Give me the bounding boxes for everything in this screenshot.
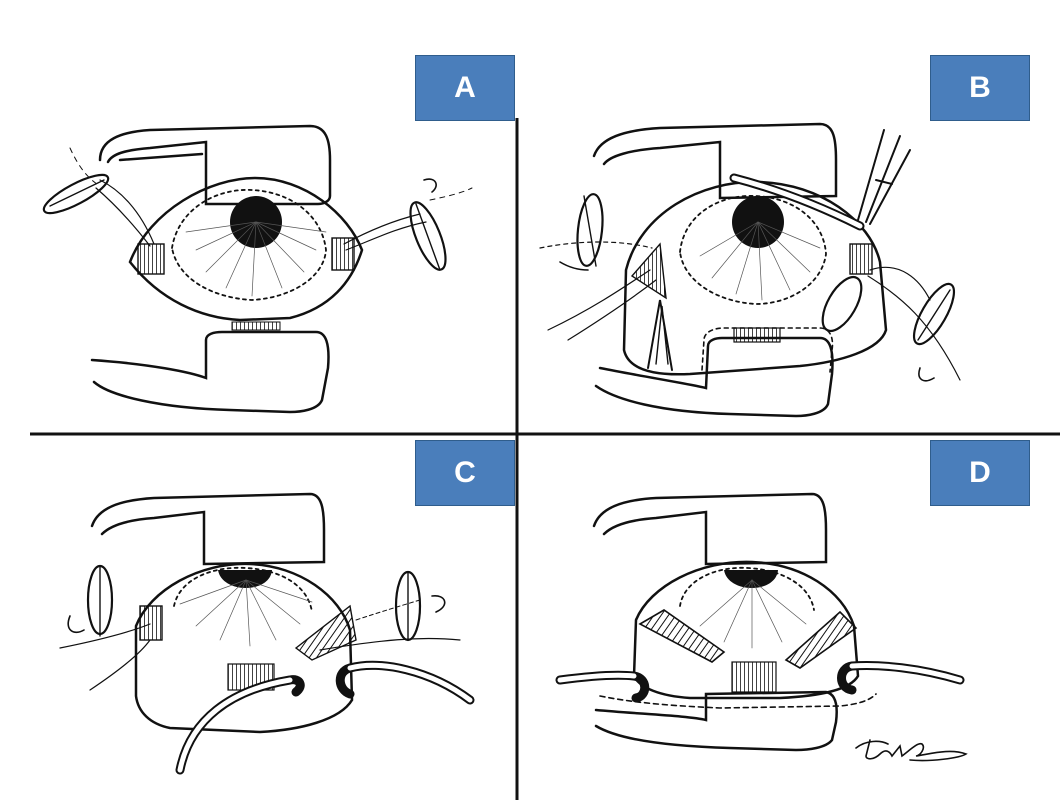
panel-a-drawing [42, 124, 473, 414]
panel-d-drawing [555, 492, 968, 762]
panel-label-c: C [415, 440, 515, 506]
panel-label-a: A [415, 55, 515, 121]
panel-label-d: D [930, 440, 1030, 506]
panel-b-drawing [539, 122, 961, 418]
panel-c-drawing [59, 492, 475, 775]
panel-label-b: B [930, 55, 1030, 121]
